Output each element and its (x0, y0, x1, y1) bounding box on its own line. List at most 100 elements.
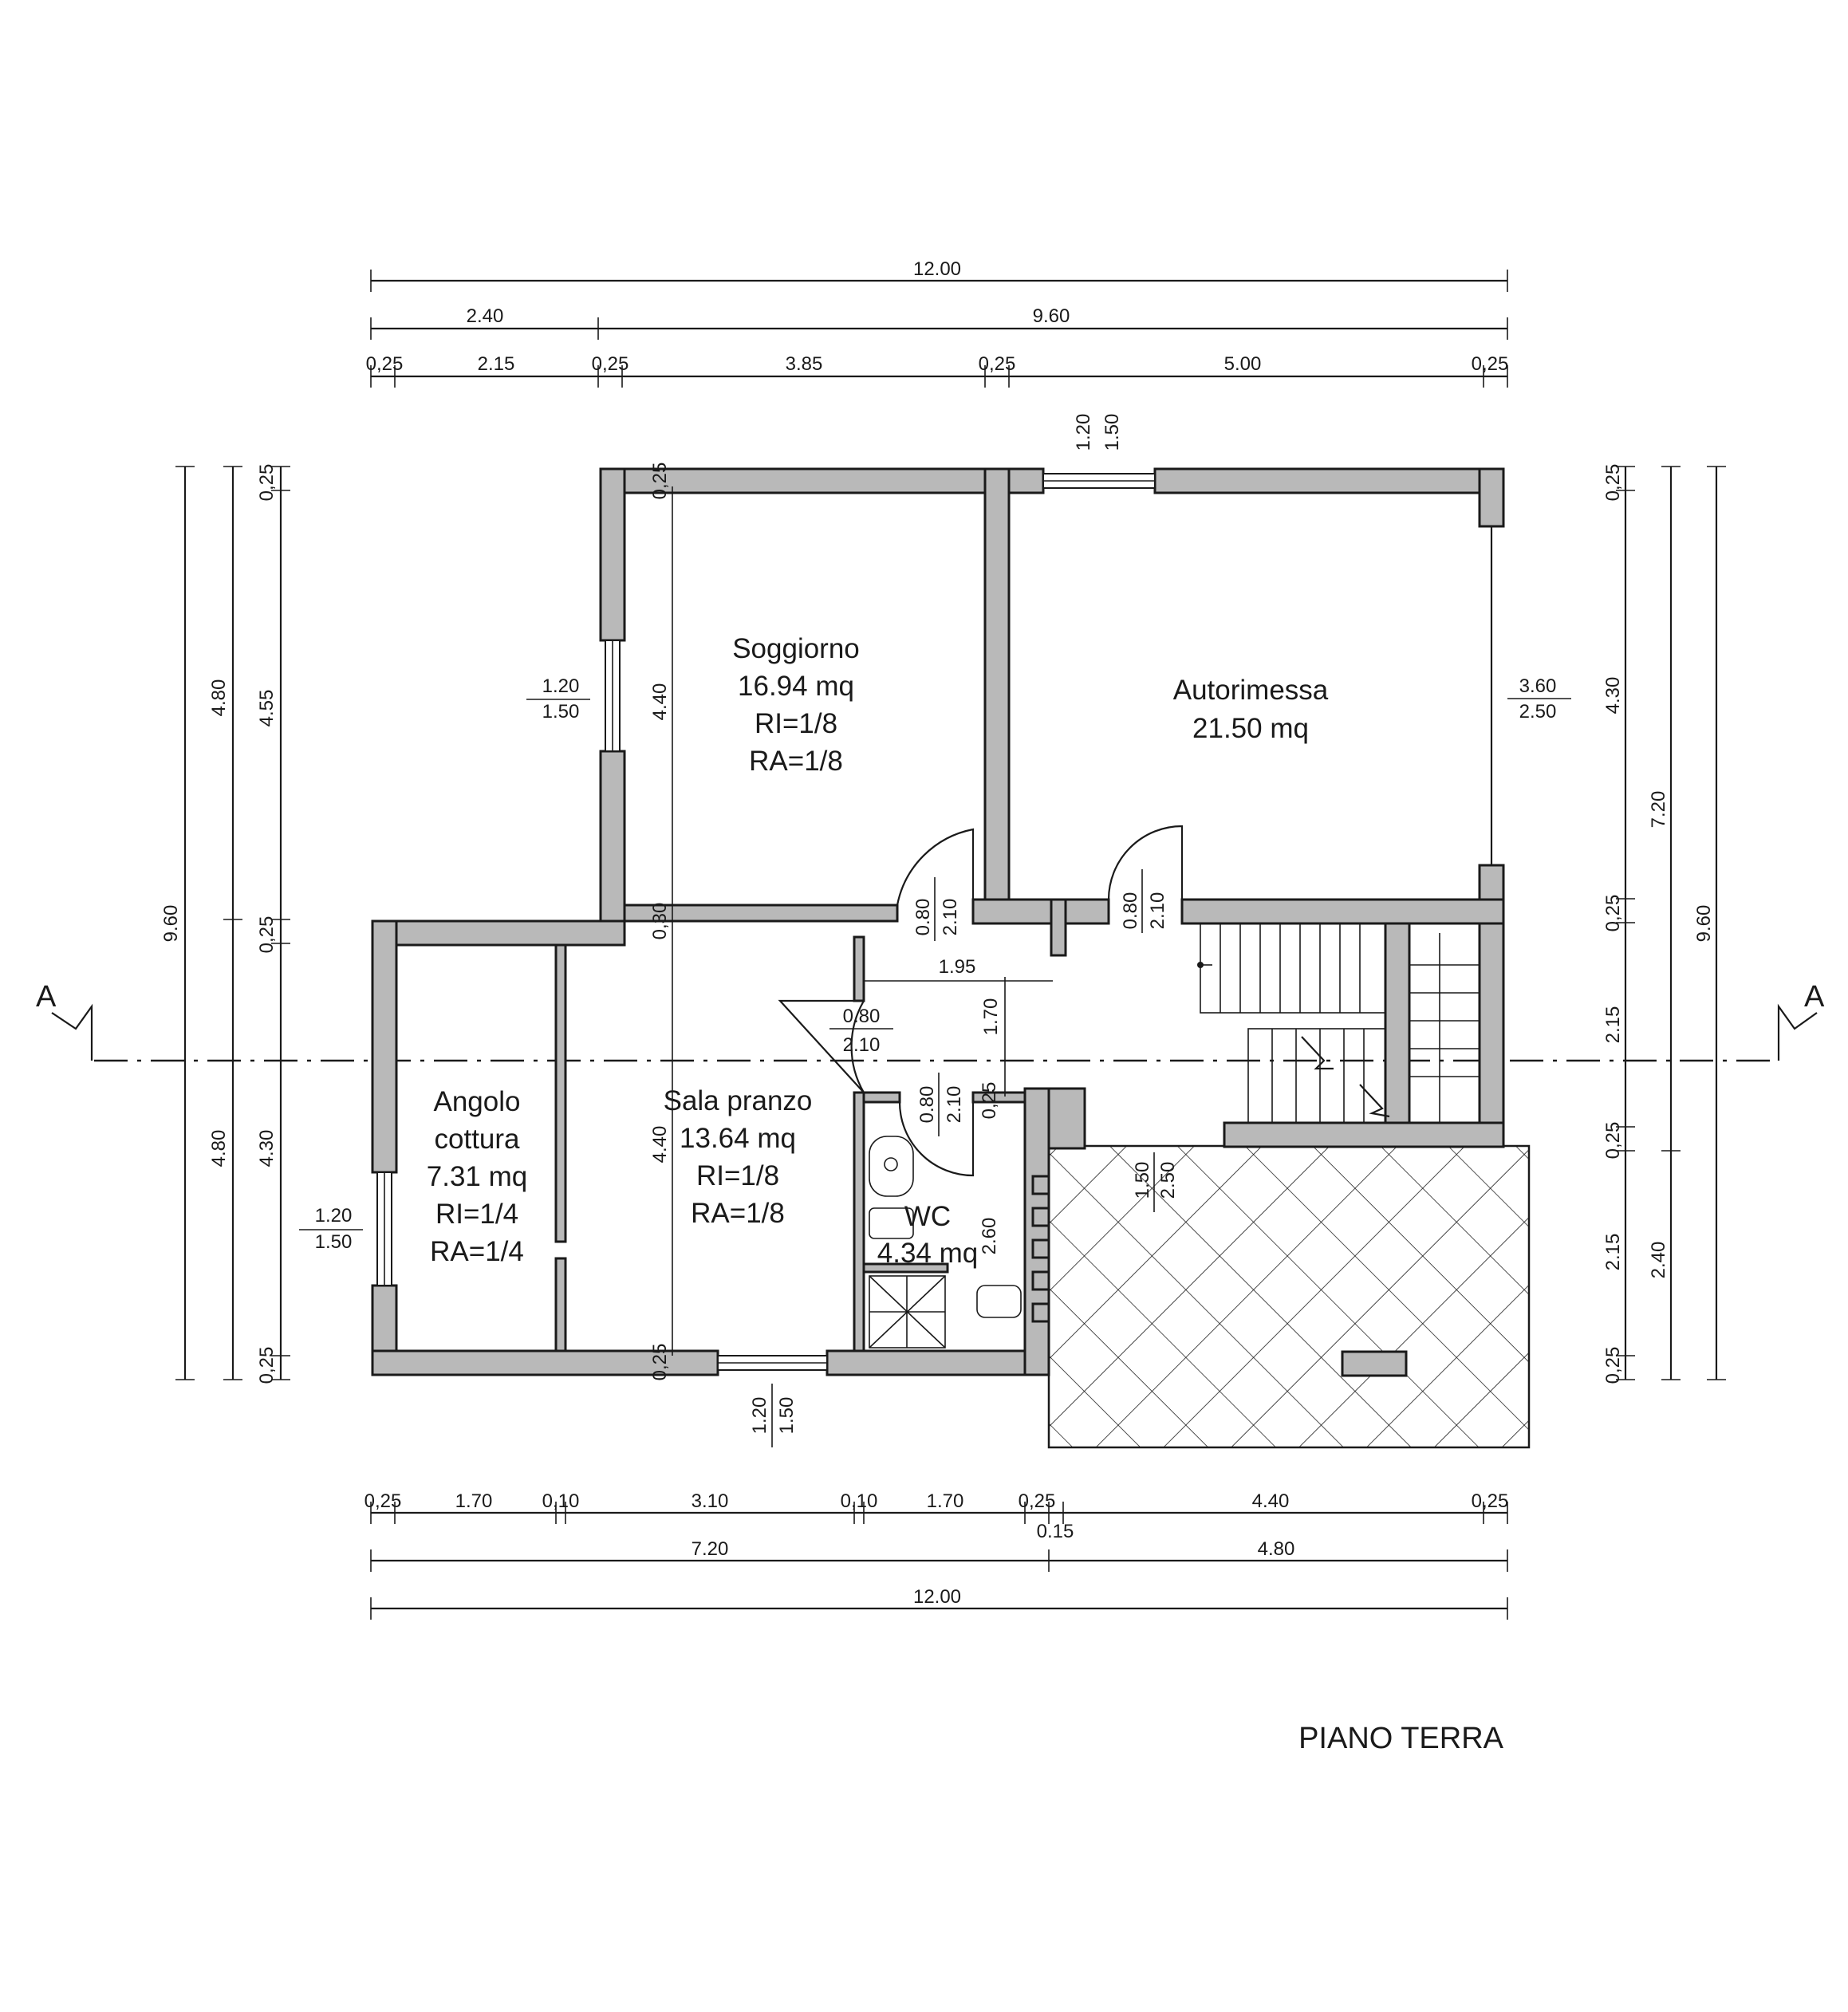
room-autorimessa-area: 21.50 mq (1192, 713, 1309, 744)
dim-left-mid-1: 4.80 (208, 679, 230, 717)
dim-bottom-detail-9: 0,25 (1472, 1490, 1509, 1512)
dim-left-outer: 9.60 (160, 905, 182, 943)
dim-top-detail-1: 0,25 (366, 353, 404, 375)
wall-cucina-partition-bottom (554, 1257, 567, 1352)
stair-start-marker (1197, 962, 1204, 968)
dim-bottom-mid-2: 4.80 (1258, 1538, 1295, 1560)
door-soggiorno-swing (896, 828, 975, 906)
dim-bottom-detail-4: 3.10 (692, 1490, 729, 1512)
section-mark-right: A (1804, 980, 1825, 1014)
door-entrance-w: 0.80 (843, 1006, 881, 1027)
win-top-h: 1.50 (1101, 414, 1123, 451)
room-cucina-ra: RA=1/4 (430, 1236, 524, 1267)
room-wc-name: WC (904, 1201, 951, 1232)
wall-right-top (1478, 467, 1505, 528)
bottom-dimension-chains: 0,25 1.70 0,10 3.10 0,10 1.70 0,25 4.40 … (364, 1490, 1509, 1620)
wall-between-rooms (983, 467, 1011, 901)
wall-cucina-partition-top (554, 943, 567, 1243)
door-autorimessa-h: 2.10 (1147, 892, 1168, 930)
terrace-dim-2: 2.50 (1157, 1162, 1179, 1199)
dim-top-detail-3: 0,25 (592, 353, 629, 375)
dim-top-mid-1: 2.40 (467, 305, 504, 327)
wall-corridor-top-left (971, 898, 1110, 925)
wall-top-left (599, 467, 1045, 494)
room-sala-area: 13.64 mq (680, 1123, 796, 1154)
room-soggiorno-name: Soggiorno (732, 633, 860, 664)
terrace-steps (1031, 1175, 1050, 1323)
dim-right-mid-2: 2.40 (1648, 1242, 1669, 1279)
dim-bottom-detail-3: 0,10 (542, 1490, 580, 1512)
dim-top-detail-2: 2.15 (478, 353, 515, 375)
sink-icon (869, 1136, 914, 1197)
dim-wall-025-bottom: 0,25 (649, 1344, 671, 1381)
room-sala-ra: RA=1/8 (691, 1198, 785, 1229)
dim-bottom-detail-7: 0,25 (1019, 1490, 1056, 1512)
dim-corridor-h: 1.70 (980, 998, 1002, 1036)
wall-cucina-top (371, 919, 626, 947)
terrace: 1.50 2.50 (1047, 1144, 1531, 1449)
room-labels: Soggiorno 16.94 mq RI=1/8 RA=1/8 Autorim… (427, 633, 1329, 1269)
win-left-upper-h: 1.50 (542, 701, 580, 723)
room-cucina-area: 7.31 mq (427, 1161, 527, 1192)
door-wc-h: 2.10 (944, 1086, 965, 1124)
dim-left-mid-2: 4.80 (208, 1130, 230, 1167)
door-soggiorno-h: 2.10 (940, 899, 961, 936)
room-wc-area: 4.34 mq (877, 1238, 978, 1269)
wall-soggiorno-left-top (599, 467, 626, 642)
wall-shower (862, 1262, 949, 1274)
dim-left-inner-2: 4.55 (256, 690, 278, 727)
wall-top-right (1153, 467, 1505, 494)
section-mark-left: A (36, 980, 57, 1014)
garage-door-h: 2.50 (1519, 701, 1557, 723)
dim-right-inner-3: 0,25 (1602, 895, 1624, 932)
wall-soggiorno-bottom (623, 904, 899, 923)
terrace-dim-1: 1.50 (1132, 1162, 1153, 1199)
room-autorimessa-name: Autorimessa (1173, 675, 1329, 706)
wall-soggiorno-left-bottom (599, 750, 626, 923)
dim-bottom-detail-8: 4.40 (1252, 1490, 1290, 1512)
dim-right-outer: 9.60 (1693, 905, 1715, 943)
dim-right-mid-1: 7.20 (1648, 791, 1669, 829)
room-cucina-name-2: cottura (435, 1124, 521, 1155)
section-line: A A (36, 980, 1825, 1062)
wall-wc-top-right (971, 1091, 1026, 1104)
dim-bottom-detail-5: 0,10 (841, 1490, 878, 1512)
door-wc-w: 0.80 (916, 1086, 938, 1124)
dim-bottom-total: 12.00 (913, 1586, 961, 1608)
garage-door-w: 3.60 (1519, 675, 1557, 697)
wall-stair-divider (1384, 922, 1411, 1124)
dim-bottom-detail-6: 1.70 (927, 1490, 964, 1512)
wall-stub (1050, 898, 1067, 957)
win-left-lower-h: 1.50 (315, 1231, 353, 1253)
dim-top-detail-5: 0,25 (979, 353, 1016, 375)
room-cucina-name-1: Angolo (434, 1086, 521, 1117)
toilet-icon (976, 1285, 1022, 1318)
windows (376, 473, 1493, 1371)
door-entrance-swing (778, 999, 865, 1093)
dim-bottom-extra: 0.15 (1037, 1521, 1074, 1542)
dim-bottom-mid-1: 7.20 (692, 1538, 729, 1560)
dim-corridor-w: 1.95 (939, 956, 976, 978)
wc-fixtures (869, 1136, 1050, 1349)
room-sala-ri: RI=1/8 (696, 1160, 779, 1191)
dim-right-inner-2: 4.30 (1602, 677, 1624, 715)
door-entrance-h: 2.10 (843, 1034, 881, 1056)
dim-wc-h: 2.60 (979, 1218, 1000, 1255)
dim-top-detail-6: 5.00 (1224, 353, 1262, 375)
top-dimension-chains: 12.00 2.40 9.60 0,25 2.15 0,25 3.85 0,25… (366, 258, 1508, 388)
door-autorimessa-swing (1107, 825, 1184, 900)
door-autorimessa-w: 0.80 (1120, 892, 1141, 930)
door-wc-swing (898, 1101, 975, 1177)
opening-labels: 1.20 1.50 1.20 1.50 1.20 1.50 1.20 1.50 … (299, 414, 1571, 1447)
dim-top-mid-2: 9.60 (1033, 305, 1070, 327)
dim-wc-wall: 0,25 (979, 1082, 1000, 1120)
dim-right-inner-6: 2.15 (1602, 1234, 1624, 1271)
room-sala-name: Sala pranzo (664, 1085, 813, 1116)
wall-sala-right-bottom (853, 1091, 865, 1352)
dim-left-inner-4: 4.30 (256, 1130, 278, 1167)
win-left-lower-w: 1.20 (315, 1205, 353, 1226)
dim-wall-025-top: 0,25 (649, 463, 671, 500)
wall-wc-right (1023, 1087, 1050, 1376)
win-left-upper-w: 1.20 (542, 675, 580, 697)
